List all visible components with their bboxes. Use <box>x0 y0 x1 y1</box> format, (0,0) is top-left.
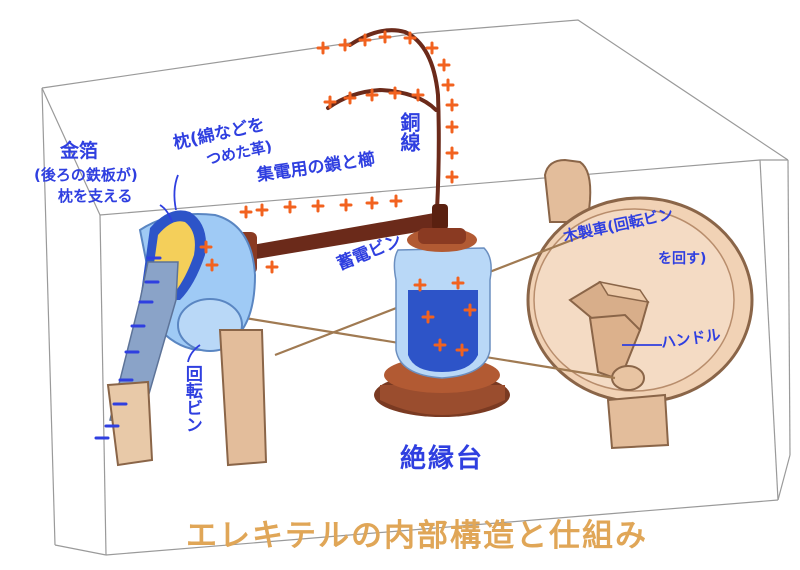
gold-leaf-note-line1: (後ろの鉄板が) <box>34 166 138 184</box>
gold-leaf-note-line2: 枕を支える <box>58 187 133 205</box>
wooden-wheel-label-line2: を回す) <box>658 251 707 267</box>
diagram-title: エレキテルの内部構造と仕組み <box>186 518 648 554</box>
plus-charges <box>199 30 477 357</box>
gold-leaf-label: 金箔 <box>60 140 99 162</box>
insulator-stand-label: 絶縁台 <box>400 444 485 474</box>
pointer-lines <box>159 174 662 363</box>
rotating-jar-label: 回転ビン <box>181 365 202 433</box>
wooden-wheel <box>526 158 754 450</box>
copper-wire <box>326 28 441 212</box>
rotating-jar <box>106 210 268 467</box>
leyden-jar <box>374 228 510 417</box>
case-outline <box>41 19 791 556</box>
copper-wire-label: 銅線 <box>397 112 421 152</box>
minus-charges <box>94 256 162 440</box>
